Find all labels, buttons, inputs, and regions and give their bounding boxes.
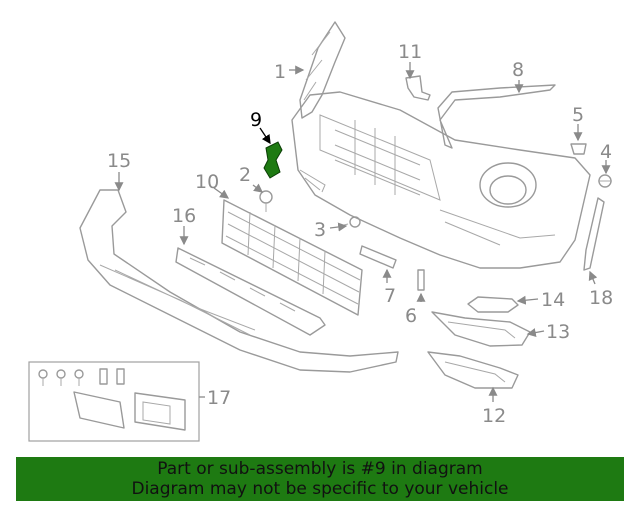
- callout-9: 9: [250, 109, 262, 131]
- trim-part-7: [359, 245, 397, 269]
- grille-part-10: [221, 199, 363, 316]
- callout-1: 1: [274, 61, 286, 83]
- banner-line-1: Part or sub-assembly is #9 in diagram: [157, 459, 483, 479]
- callout-17: 17: [207, 387, 231, 409]
- callout-10: 10: [195, 171, 219, 193]
- callout-14: 14: [541, 289, 565, 311]
- bracket-part-1: [299, 21, 346, 119]
- emblem-part-14: [467, 296, 519, 313]
- callout-18: 18: [589, 287, 613, 309]
- support-part-16: [175, 247, 326, 336]
- leader-lines: [114, 62, 611, 402]
- callout-labels: 1 2 3 4 5 6 7 8 9 10 11 12 13 14 15 16 1…: [107, 41, 613, 427]
- parts-diagram: 1 2 3 4 5 6 7 8 9 10 11 12 13 14 15 16 1…: [28, 21, 613, 442]
- nut-part-4: [598, 174, 612, 188]
- bezel-part-12: [427, 351, 519, 389]
- trim-part-6: [417, 269, 425, 291]
- callout-5: 5: [572, 104, 584, 126]
- callout-12: 12: [482, 405, 506, 427]
- callout-3: 3: [314, 219, 326, 241]
- callout-15: 15: [107, 150, 131, 172]
- banner-line-2: Diagram may not be specific to your vehi…: [131, 479, 509, 499]
- bracket-part-9: [263, 141, 283, 179]
- callout-16: 16: [172, 205, 196, 227]
- screw-part-2: [259, 190, 273, 212]
- callout-7: 7: [384, 285, 396, 307]
- bracket-part-11: [405, 75, 431, 101]
- callout-4: 4: [600, 141, 612, 163]
- clip-part-5: [570, 143, 587, 155]
- hardware-kit-part-17: [28, 361, 200, 442]
- callout-8: 8: [512, 59, 524, 81]
- callout-13: 13: [546, 321, 570, 343]
- trim-part-18: [583, 197, 605, 271]
- front-fascia: [291, 91, 591, 269]
- diagram-notice-banner: Part or sub-assembly is #9 in diagram Di…: [16, 457, 624, 501]
- callout-2: 2: [239, 164, 251, 186]
- lower-cover-part-15: [79, 189, 399, 373]
- bezel-part-13: [431, 311, 531, 347]
- callout-11: 11: [398, 41, 422, 63]
- callout-6: 6: [405, 305, 417, 327]
- molding-part-8: [437, 84, 556, 149]
